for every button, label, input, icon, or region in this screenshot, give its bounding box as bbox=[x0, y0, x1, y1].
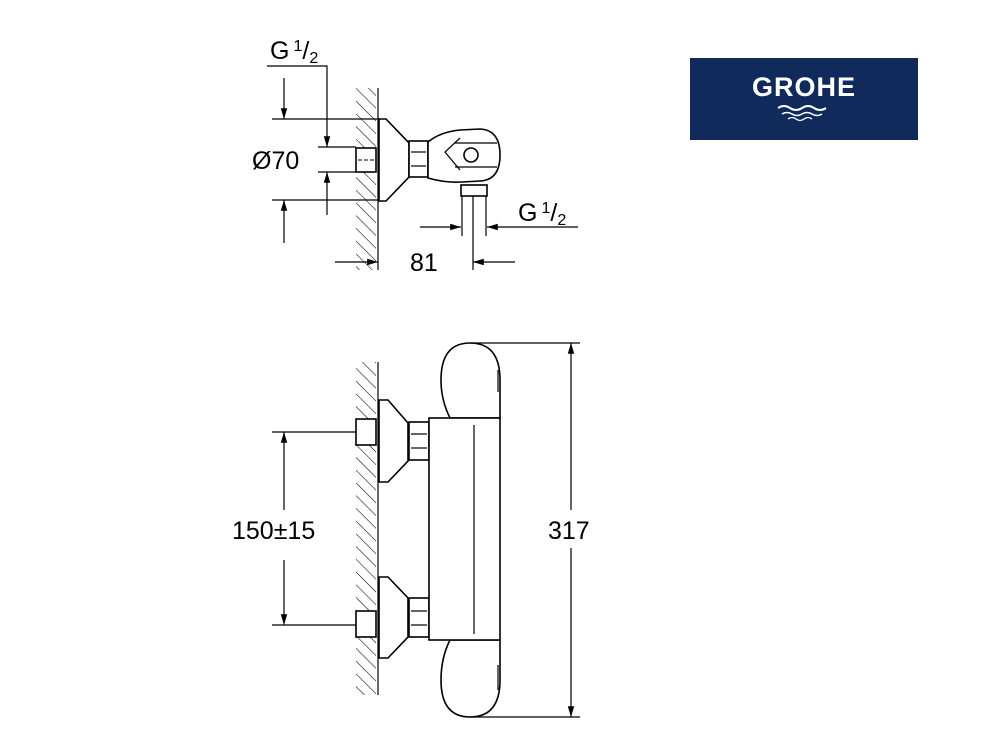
nut-lower bbox=[408, 597, 430, 638]
pipe-stub-upper bbox=[355, 418, 377, 446]
brand-name: GROHE bbox=[751, 72, 856, 102]
nut bbox=[408, 140, 429, 178]
height-label: 317 bbox=[548, 517, 590, 545]
waves-icon bbox=[777, 105, 827, 122]
handle-knob bbox=[463, 147, 479, 163]
outlet bbox=[460, 184, 488, 197]
pipe-stub-lower bbox=[355, 610, 377, 638]
brand-logo: GROHE bbox=[690, 58, 918, 140]
flange-diameter-label: Ø70 bbox=[252, 147, 299, 175]
inlet-thread-leader bbox=[267, 65, 331, 147]
flange-lower bbox=[378, 576, 409, 659]
handle-bottom bbox=[440, 639, 501, 718]
centre-distance-label: 150±15 bbox=[232, 517, 315, 545]
wall-hatch bbox=[356, 362, 376, 695]
flange-upper bbox=[378, 399, 409, 483]
projection-label: 81 bbox=[410, 249, 438, 277]
flange bbox=[378, 118, 410, 202]
front-view: 150±15 317 bbox=[232, 342, 590, 718]
nut-upper bbox=[408, 421, 430, 461]
wall-hatch bbox=[356, 88, 376, 270]
handle-top bbox=[440, 342, 501, 419]
thermostat-body bbox=[428, 417, 501, 641]
